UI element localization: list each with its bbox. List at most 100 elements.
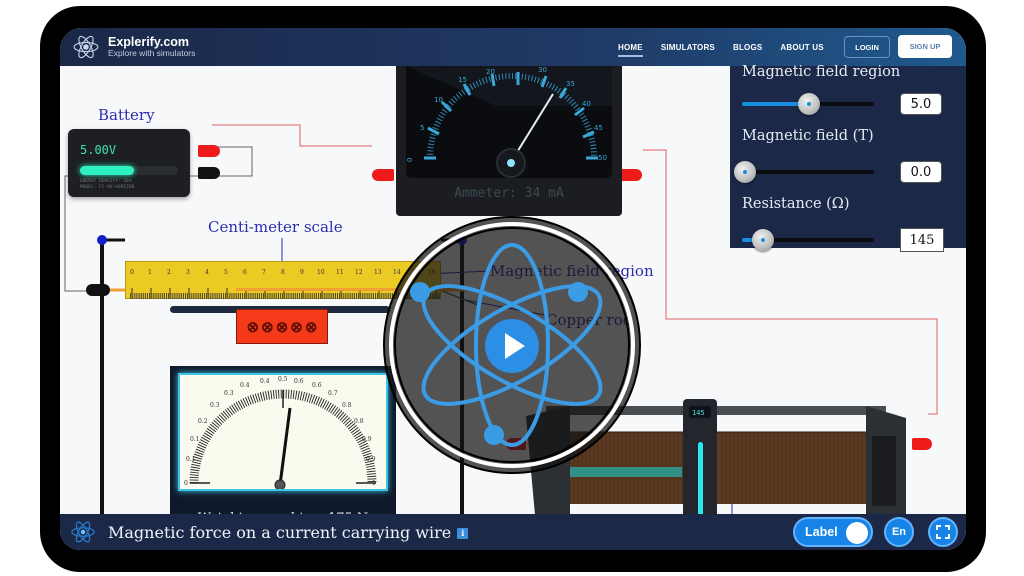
battery[interactable]: 5.00V ENERGY DENSITY: 56% MODEL: FC-9V-H… (68, 129, 190, 197)
svg-text:14: 14 (393, 269, 401, 276)
brand[interactable]: Explerify.com Explore with simulators (72, 33, 195, 61)
svg-text:3: 3 (186, 269, 190, 276)
login-button[interactable]: LOGIN (844, 36, 890, 58)
ammeter[interactable]: 0 5 10 15 20 30 35 40 45 50 (396, 66, 622, 216)
info-icon[interactable]: i (457, 527, 469, 539)
svg-text:0: 0 (184, 480, 188, 487)
svg-text:10: 10 (317, 269, 325, 276)
battery-positive-terminal[interactable] (198, 145, 220, 157)
svg-text:40: 40 (582, 100, 591, 108)
svg-text:0.3: 0.3 (210, 402, 220, 409)
battery-energy-density: ENERGY DENSITY: 56% (80, 179, 132, 184)
resistance-thumb[interactable] (752, 229, 774, 251)
svg-text:0.9: 0.9 (366, 456, 376, 463)
svg-text:35: 35 (566, 80, 575, 88)
svg-text:0.3: 0.3 (224, 390, 234, 397)
svg-text:1: 1 (372, 480, 376, 487)
svg-text:0.7: 0.7 (328, 390, 338, 397)
svg-text:20: 20 (486, 68, 495, 76)
atom-logo-icon (73, 35, 99, 59)
label-toggle-text: Label (805, 525, 838, 539)
svg-text:0.8: 0.8 (342, 402, 352, 409)
resistance-label: Resistance (Ω) (742, 196, 850, 212)
label-toggle[interactable]: Label (793, 517, 873, 547)
app-screen: Explerify.com Explore with simulators HO… (60, 28, 966, 550)
svg-text:7: 7 (262, 269, 266, 276)
battery-model: MODEL: FC-9V-HORIZON (80, 185, 135, 190)
svg-text:6: 6 (243, 269, 247, 276)
nav-links: HOME SIMULATORS BLOGS ABOUT US (618, 28, 842, 66)
svg-text:0.6: 0.6 (312, 382, 322, 389)
svg-text:45: 45 (594, 124, 603, 132)
centimeter-scale-label: Centi-meter scale (208, 218, 343, 236)
svg-text:50: 50 (598, 154, 607, 162)
fullscreen-button[interactable] (928, 517, 958, 547)
svg-text:8: 8 (281, 269, 285, 276)
svg-text:13: 13 (374, 269, 382, 276)
battery-negative-terminal[interactable] (198, 167, 220, 179)
svg-text:0.2: 0.2 (198, 418, 208, 425)
magnetic-field-value[interactable]: 0.0 (900, 161, 942, 183)
simulation-title: Magnetic force on a current carrying wir… (108, 522, 469, 542)
nav-blogs[interactable]: BLOGS (732, 42, 763, 52)
svg-text:4: 4 (205, 269, 209, 276)
fullscreen-icon (936, 525, 950, 539)
ammeter-gauge: 0 5 10 15 20 30 35 40 45 50 (406, 66, 612, 178)
svg-text:0.9: 0.9 (362, 436, 372, 443)
magnetic-field-slider[interactable] (742, 170, 874, 174)
svg-text:9: 9 (300, 269, 304, 276)
magnetic-field-region-label: Magnetic field region (742, 64, 901, 80)
top-navigation: Explerify.com Explore with simulators HO… (60, 28, 966, 66)
svg-text:11: 11 (336, 269, 344, 276)
magnetic-field-region-fill (742, 102, 808, 106)
field-into-page-icon: ⊗ (275, 318, 289, 336)
field-into-page-icon: ⊗ (261, 318, 274, 336)
copper-rod[interactable] (236, 288, 480, 291)
svg-text:0.1: 0.1 (190, 436, 200, 443)
svg-text:30: 30 (538, 66, 547, 74)
svg-text:1: 1 (148, 269, 152, 276)
magnetic-field-region-thumb[interactable] (798, 93, 820, 115)
field-into-page-icon: ⊗ (304, 318, 318, 336)
battery-label: Battery (98, 106, 155, 124)
svg-text:0.1: 0.1 (186, 456, 196, 463)
magnetic-field-label: Magnetic field (T) (742, 128, 874, 144)
nav-about-us[interactable]: ABOUT US (780, 42, 824, 52)
language-button[interactable]: En (884, 517, 914, 547)
svg-text:0.6: 0.6 (294, 378, 304, 385)
resistance-fill (742, 238, 756, 242)
simulation-canvas[interactable]: Battery 5.00V ENERGY DENSITY: 56% MODEL:… (60, 64, 966, 546)
simulation-title-text: Magnetic force on a current carrying wir… (108, 522, 452, 542)
svg-text:15: 15 (458, 76, 467, 84)
ammeter-right-terminal[interactable] (620, 169, 642, 181)
nav-home[interactable]: HOME (618, 42, 643, 57)
play-icon (505, 333, 525, 359)
svg-text:0.4: 0.4 (240, 382, 250, 389)
svg-text:0.8: 0.8 (354, 418, 364, 425)
nav-simulators[interactable]: SIMULATORS (660, 42, 715, 52)
magnetic-field-region-value[interactable]: 5.0 (900, 93, 942, 115)
ammeter-left-terminal[interactable] (372, 169, 394, 181)
svg-text:5: 5 (420, 124, 424, 132)
magnetic-field-thumb[interactable] (734, 161, 756, 183)
svg-text:0.4: 0.4 (260, 378, 270, 385)
svg-text:2: 2 (167, 269, 171, 276)
resistance-value[interactable]: 145 (900, 228, 944, 252)
control-panel: Magnetic field region 5.0 Magnetic field… (730, 64, 966, 252)
battery-charge-bar (80, 166, 134, 175)
resistance-slider[interactable] (742, 238, 874, 242)
play-button[interactable] (485, 319, 539, 373)
bottom-bar: Magnetic force on a current carrying wir… (60, 514, 966, 550)
ammeter-readout: Ammeter: 34 mA (454, 186, 564, 201)
label-toggle-knob (846, 521, 868, 544)
signup-button[interactable]: SIGN UP (898, 35, 952, 58)
play-overlay[interactable] (380, 213, 644, 477)
svg-text:5: 5 (224, 269, 228, 276)
rheostat-right-terminal[interactable] (912, 438, 932, 450)
svg-text:145: 145 (692, 409, 705, 417)
battery-info: ENERGY DENSITY: 56% MODEL: FC-9V-HORIZON (80, 179, 134, 191)
magnetic-field-region[interactable]: ⊗ ⊗ ⊗ ⊗ ⊗ (236, 309, 328, 344)
